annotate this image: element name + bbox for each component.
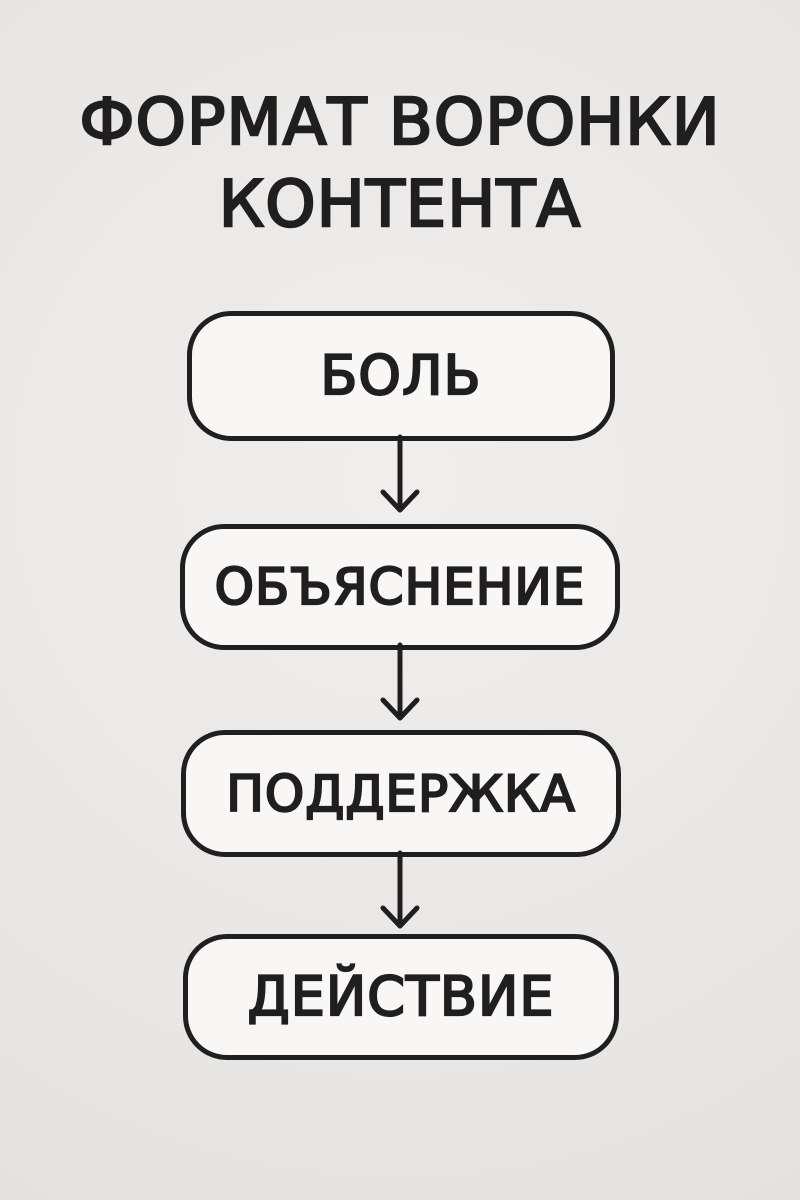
funnel-step-1-box: БОЛЬ <box>187 311 615 441</box>
down-arrow-icon <box>380 642 420 721</box>
funnel-step-3-label: ПОДДЕРЖКА <box>225 764 576 823</box>
funnel-step-4-box: ДЕЙСТВИЕ <box>183 934 619 1060</box>
funnel-step-3-box: ПОДДЕРЖКА <box>181 730 621 857</box>
funnel-step-4-label: ДЕЙСТВИЕ <box>246 965 555 1028</box>
connector-2 <box>374 642 426 733</box>
down-arrow-icon <box>380 850 420 929</box>
diagram-title-line-2: КОНТЕНТА <box>218 167 582 243</box>
down-arrow-icon <box>380 434 420 513</box>
connector-1 <box>374 434 426 525</box>
funnel-step-2-label: ОБЪЯСНЕНИЕ <box>214 558 586 616</box>
diagram-title-line-1: ФОРМАТ ВОРОНКИ <box>78 85 721 161</box>
funnel-step-1-label: БОЛЬ <box>319 344 482 407</box>
diagram-title: ФОРМАТ ВОРОНКИ КОНТЕНТА <box>0 82 800 246</box>
funnel-step-2-box: ОБЪЯСНЕНИЕ <box>180 524 620 650</box>
connector-3 <box>374 850 426 941</box>
